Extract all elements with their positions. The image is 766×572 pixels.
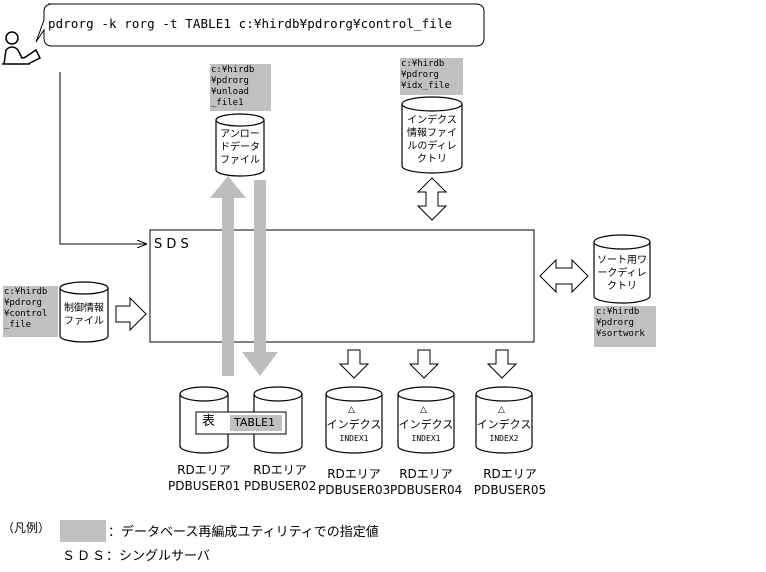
rd-area-cylinder-4 — [397, 386, 455, 454]
command-to-sds-line — [59, 72, 146, 244]
sort-dir-double-arrow — [539, 258, 589, 294]
unload-file-path: c:¥hirdb ¥pdrorg ¥unload _file1 — [210, 64, 271, 111]
rd-area-label-4: RDエリア PDBUSER04 — [390, 467, 463, 497]
index-name-2: INDEX1 — [411, 434, 441, 443]
control-file-path: c:¥hirdb ¥pdrorg ¥control _file — [3, 286, 58, 337]
sds-label: S D S — [154, 237, 189, 252]
index-dir-double-arrow — [416, 177, 448, 221]
control-file-cylinder — [59, 281, 109, 343]
command-text: pdrorg -k rorg -t TABLE1 c:¥hirdb¥pdrorg… — [48, 16, 453, 31]
unload-arrow — [210, 176, 246, 376]
index-symbol-3: △ — [498, 405, 505, 415]
sort-dir-label: ソート用ワークディレクトリ — [597, 255, 647, 292]
index-label-2: インデクス — [398, 418, 454, 431]
rd-area-label-1: RDエリア PDBUSER01 — [168, 463, 241, 493]
command-callout — [35, 3, 485, 47]
control-file-label: 制御情報ファイル — [64, 303, 104, 327]
index-dir-path: c:¥hirdb ¥pdrorg ¥idx_file — [400, 58, 463, 95]
legend-sds-desc: ：シングルサーバ — [106, 549, 210, 564]
legend-gray-swatch — [60, 520, 106, 542]
sort-dir-path: c:¥hirdb ¥pdrorg ¥sortwork — [594, 306, 656, 347]
index-dir-label: インデクス情報ファイルのディレクトリ — [407, 115, 457, 165]
rd-area-label-5: RDエリア PDBUSER05 — [473, 467, 547, 497]
index-name-3: INDEX2 — [489, 434, 519, 443]
sds-box — [149, 229, 535, 343]
index-name-1: INDEX1 — [339, 434, 369, 443]
rd-area-cylinder-3 — [325, 386, 383, 454]
index-arrow-2 — [408, 349, 440, 379]
legend-sds-term: ＳＤＳ — [62, 549, 108, 564]
index-symbol-1: △ — [348, 405, 355, 415]
index-arrow-1 — [338, 349, 370, 379]
unload-file-cylinder — [215, 113, 265, 177]
index-symbol-2: △ — [420, 405, 427, 415]
index-dir-cylinder — [401, 96, 463, 174]
rd-area-label-3: RDエリア PDBUSER03 — [318, 467, 391, 497]
index-label-1: インデクス — [326, 418, 382, 431]
user-icon — [2, 31, 42, 65]
control-to-sds-arrow — [115, 296, 147, 332]
rd-area-cylinder-5 — [475, 386, 533, 454]
index-arrow-3 — [486, 349, 518, 379]
index-label-3: インデクス — [476, 418, 532, 431]
legend-gray-desc: ：データベース再編成ユティリティでの指定値 — [108, 525, 379, 540]
unload-file-label: アンロードデータファイル — [220, 129, 260, 166]
sort-dir-cylinder — [593, 234, 651, 304]
rd-area-label-2: RDエリア PDBUSER02 — [244, 463, 317, 493]
table-id: TABLE1 — [234, 416, 276, 429]
table-name: 表 — [202, 414, 216, 429]
table-id-highlight — [230, 415, 282, 431]
reload-arrow — [242, 180, 278, 376]
legend-title: （凡例） — [2, 521, 51, 535]
